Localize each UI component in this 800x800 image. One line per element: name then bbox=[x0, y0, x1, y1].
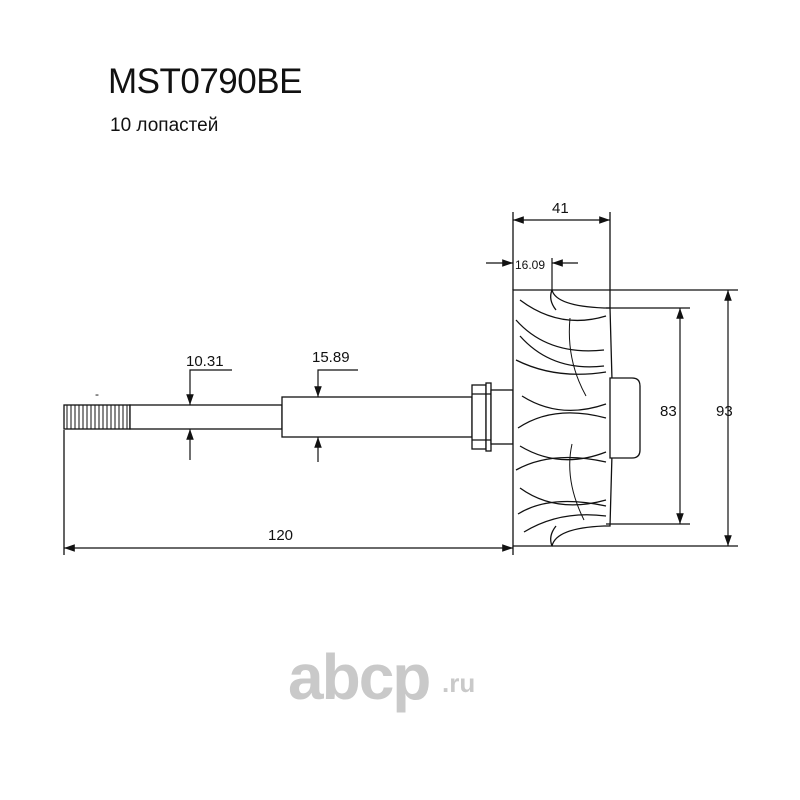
label-41: 41 bbox=[552, 200, 569, 217]
label-93: 93 bbox=[716, 403, 733, 420]
logo-text: abcp bbox=[288, 641, 431, 713]
tick-mark: - bbox=[95, 387, 99, 401]
label-15-89: 15.89 bbox=[312, 349, 350, 366]
threaded-end bbox=[63, 404, 131, 430]
label-83: 83 bbox=[660, 403, 677, 420]
label-16-09: 16.09 bbox=[515, 258, 545, 272]
blade-count-label: 10 лопастей bbox=[110, 115, 219, 136]
turbine-wheel bbox=[512, 289, 613, 547]
shaft bbox=[129, 404, 283, 430]
label-120: 120 bbox=[268, 527, 293, 544]
part-number-title: MST0790BE bbox=[108, 62, 302, 101]
logo-tld: .ru bbox=[442, 668, 476, 698]
label-10-31: 10.31 bbox=[186, 353, 224, 370]
nose-nut bbox=[609, 377, 641, 459]
journal bbox=[281, 396, 473, 438]
